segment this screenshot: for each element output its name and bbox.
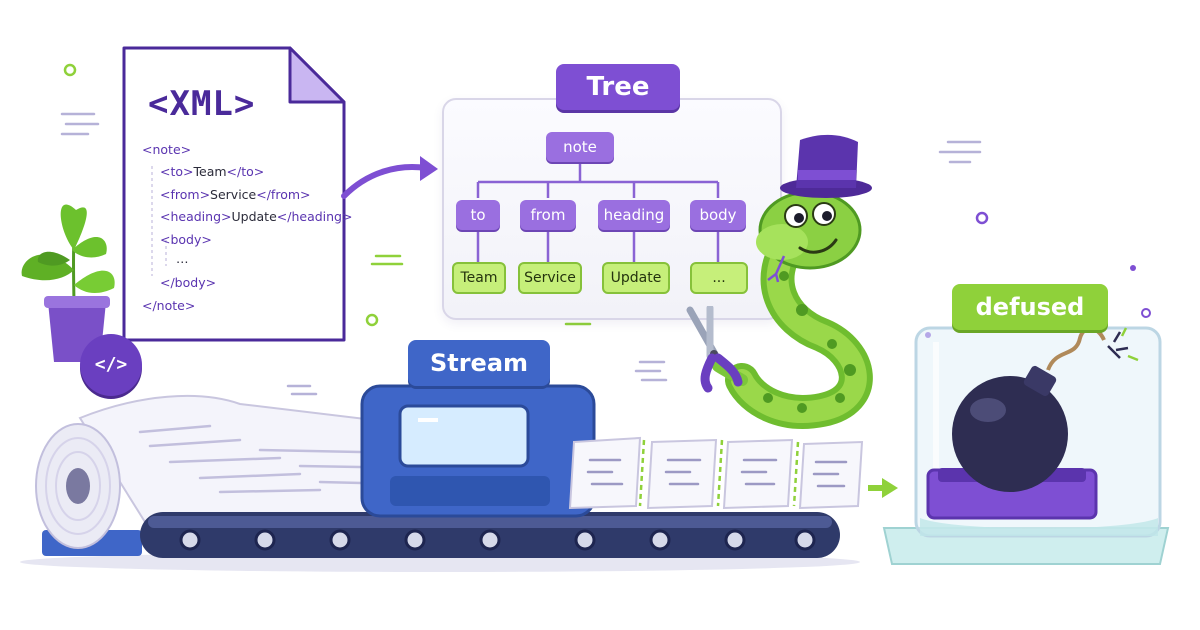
xml-line: … <box>176 251 189 266</box>
code-icon: </> <box>80 334 142 396</box>
tree-node-child: body <box>690 200 746 230</box>
tree-node-root: note <box>546 132 614 162</box>
scissors-icon <box>686 306 743 393</box>
xml-line: <from>Service</from> <box>160 187 311 202</box>
xml-line: </body> <box>160 275 217 290</box>
tree-node-leaf: ... <box>690 262 748 294</box>
tree-node-leaf: Service <box>518 262 582 294</box>
tree-node-child: to <box>456 200 500 230</box>
top-hat-icon <box>780 134 872 198</box>
tree-node-child: from <box>520 200 576 230</box>
xml-line: <note> <box>142 142 192 157</box>
xml-line: <body> <box>160 232 212 247</box>
tree-connectors <box>476 162 720 262</box>
xml-line: <to>Team</to> <box>160 164 265 179</box>
xml-line: <heading>Update</heading> <box>160 209 353 224</box>
xml-title: <XML> <box>148 84 256 124</box>
tree-badge: Tree <box>556 64 680 110</box>
stream-badge: Stream <box>408 340 550 386</box>
stream-scene <box>20 384 898 572</box>
xml-document: <XML> <note> <to>Team</to> <from>Service… <box>120 44 352 344</box>
glass-case <box>882 326 1170 565</box>
tree-node-child: heading <box>598 200 670 230</box>
plant-icon <box>21 204 115 362</box>
arrow-icon <box>341 156 438 199</box>
tree-node-leaf: Update <box>602 262 670 294</box>
bomb-icon <box>952 326 1139 492</box>
tree-node-leaf: Team <box>452 262 506 294</box>
xml-line: </note> <box>142 298 196 313</box>
defused-badge: defused <box>952 284 1108 330</box>
